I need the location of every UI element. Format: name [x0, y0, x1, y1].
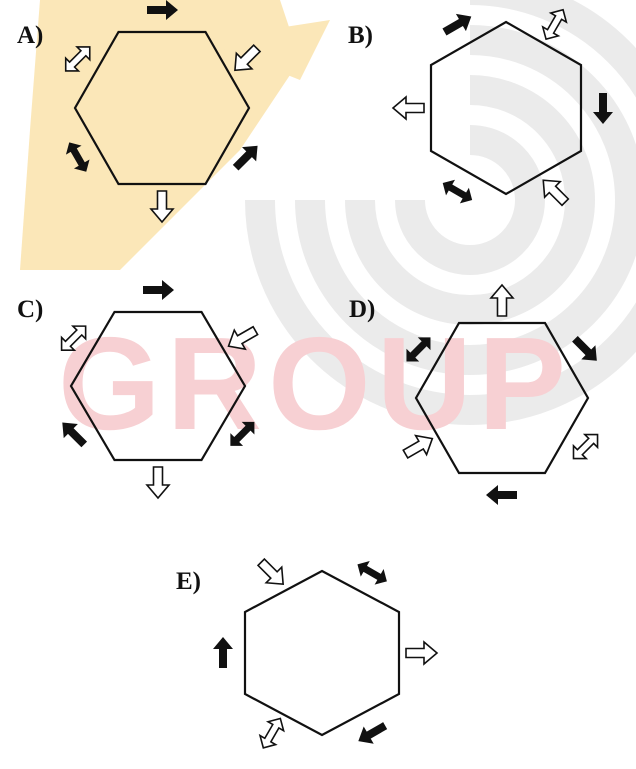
option-a-label: A) [17, 22, 43, 50]
arrow-icon [55, 415, 91, 451]
option-b-hexagon [393, 5, 613, 210]
arrow-icon [223, 321, 261, 356]
arrow-shape [393, 97, 424, 119]
arrow-shape [438, 175, 476, 208]
arrow-shape [55, 320, 92, 357]
arrow-shape [61, 138, 94, 176]
option-c-hexagon [55, 280, 261, 498]
option-e-label: E) [176, 568, 201, 596]
arrow-icon [213, 637, 233, 668]
double-arrow-icon [538, 5, 571, 43]
hexagon-outline [416, 323, 588, 473]
arrow-icon [491, 285, 513, 316]
arrow-shape [227, 41, 264, 78]
arrow-shape [224, 415, 261, 452]
arrow-icon [147, 467, 169, 498]
arrow-icon [353, 717, 390, 750]
arrow-shape [406, 642, 437, 664]
double-arrow-icon [224, 415, 261, 452]
arrow-shape [59, 41, 96, 78]
arrow-icon [406, 642, 437, 664]
arrow-shape [353, 717, 390, 750]
option-e-hexagon [213, 554, 437, 752]
double-arrow-icon [400, 331, 437, 368]
arrow-shape [353, 557, 391, 590]
arrow-icon [151, 191, 173, 222]
hexagon-outline [245, 571, 399, 735]
arrow-icon [439, 8, 476, 41]
arrow-shape [213, 637, 233, 668]
arrow-icon [535, 172, 572, 209]
arrow-shape [55, 415, 91, 451]
arrow-shape [568, 332, 604, 368]
arrow-icon [229, 139, 265, 175]
arrow-icon [486, 485, 517, 505]
arrow-shape [223, 321, 261, 356]
arrow-shape [538, 5, 571, 43]
arrow-icon [400, 429, 438, 464]
arrow-shape [256, 714, 289, 752]
hexagon-outline [75, 32, 249, 184]
arrow-shape [567, 428, 604, 465]
double-arrow-icon [61, 138, 94, 176]
arrow-shape [491, 285, 513, 316]
arrow-icon [227, 41, 264, 78]
arrow-icon [593, 93, 613, 124]
option-b-label: B) [348, 22, 373, 50]
option-d-hexagon [400, 285, 604, 505]
double-arrow-icon [59, 41, 96, 78]
arrow-shape [400, 331, 437, 368]
arrow-shape [400, 429, 438, 464]
hexagon-outline [431, 22, 581, 194]
arrow-icon [253, 554, 290, 591]
double-arrow-icon [353, 557, 391, 590]
arrow-shape [151, 191, 173, 222]
option-d-label: D) [349, 296, 375, 324]
arrow-shape [147, 0, 178, 20]
double-arrow-icon [256, 714, 289, 752]
arrow-shape [147, 467, 169, 498]
arrow-icon [393, 97, 424, 119]
arrow-shape [593, 93, 613, 124]
double-arrow-icon [567, 428, 604, 465]
arrow-shape [253, 554, 290, 591]
arrow-icon [143, 280, 174, 300]
arrow-shape [143, 280, 174, 300]
option-a-hexagon [59, 0, 264, 222]
arrow-shape [535, 172, 572, 209]
arrow-shape [486, 485, 517, 505]
arrow-shape [439, 8, 476, 41]
arrow-icon [568, 332, 604, 368]
arrow-icon [147, 0, 178, 20]
double-arrow-icon [55, 320, 92, 357]
arrow-shape [229, 139, 265, 175]
option-c-label: C) [17, 296, 43, 324]
hexagon-outline [71, 312, 245, 460]
double-arrow-icon [438, 175, 476, 208]
